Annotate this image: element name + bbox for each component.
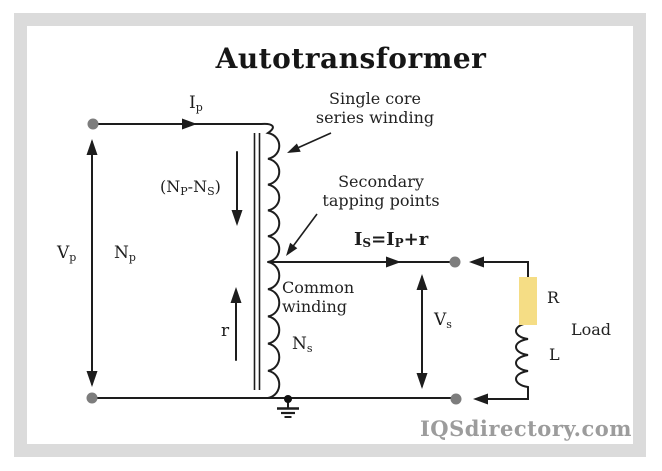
primary-turns-label: Np	[114, 243, 136, 264]
secondary-voltage-arrowhead-down	[416, 373, 428, 389]
primary-current-label: Ip	[189, 93, 203, 114]
primary-voltage-label: Vp	[57, 243, 77, 264]
common-current-arrowhead	[230, 287, 242, 303]
page-title: Autotransformer	[215, 42, 487, 75]
secondary-turns-label: Ns	[292, 334, 313, 355]
terminal-secondary-bottom	[450, 393, 462, 405]
load-top-arrowhead	[469, 256, 484, 268]
primary-voltage-arrowhead-up	[86, 139, 98, 155]
terminal-top-left	[87, 118, 99, 130]
turns-difference-arrowhead	[231, 210, 243, 226]
load-top-wire	[481, 261, 529, 278]
terminal-bottom-left	[86, 392, 98, 404]
series-winding-pointer-line	[292, 132, 332, 151]
tapping-pointer-line	[290, 213, 318, 250]
ground-node-dot	[284, 395, 292, 403]
secondary-current-label: IS=IP+r	[354, 229, 429, 250]
tapping-pointer-arrowhead	[286, 242, 298, 256]
winding-coil	[260, 122, 281, 399]
inductor-coil	[515, 322, 529, 388]
secondary-voltage-label: Vs	[434, 310, 452, 331]
primary-voltage-arrowhead-down	[86, 371, 98, 387]
series-winding-pointer-arrowhead	[287, 143, 301, 153]
primary-current-arrowhead	[182, 118, 197, 130]
watermark: IQSdirectory.com	[419, 416, 632, 441]
terminal-secondary-top	[449, 256, 461, 268]
common-current-label: r	[221, 321, 230, 341]
diagram-frame	[14, 13, 646, 457]
resistor-label: R	[547, 288, 560, 307]
turns-difference-label: (NP-NS)	[160, 177, 221, 198]
secondary-voltage-arrowhead-up	[416, 274, 428, 290]
inductor-label: L	[549, 345, 560, 364]
secondary-current-arrowhead	[386, 256, 401, 268]
resistor-body	[519, 277, 537, 325]
load-bottom-arrowhead	[473, 393, 488, 405]
load-label: Load	[571, 320, 612, 339]
load-bottom-wire	[485, 386, 529, 400]
